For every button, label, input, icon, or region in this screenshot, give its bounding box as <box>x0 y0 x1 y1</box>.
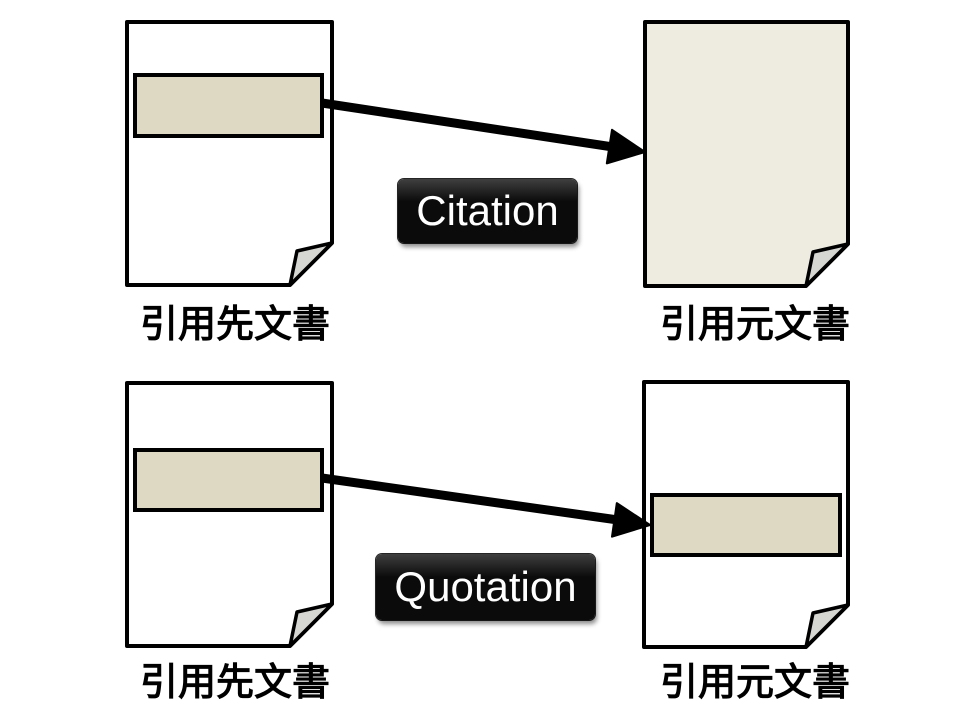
source-document-page <box>643 20 850 288</box>
citation-arrow-shaft <box>321 98 614 152</box>
citing-passage-highlight <box>133 73 324 138</box>
citing-document-page <box>125 20 334 287</box>
citing-document-caption: 引用先文書 <box>139 302 330 346</box>
quoting-document-caption: 引用先文書 <box>139 660 330 704</box>
citation-tag-label: Citation <box>416 187 559 234</box>
citation-row-shapes <box>125 20 850 288</box>
source-document-caption: 引用元文書 <box>659 302 850 346</box>
source-document-fold-corner <box>804 242 850 288</box>
quoting-passage-highlight <box>133 448 324 512</box>
quotation-tag-label: Quotation <box>394 563 577 610</box>
quoted-document-caption: 引用元文書 <box>659 660 850 704</box>
quotation-tag: Quotation <box>376 554 595 620</box>
quoted-passage-highlight <box>650 493 842 557</box>
quotation-arrow-shaft <box>321 473 619 525</box>
quoted-document-fold-corner <box>804 603 850 649</box>
quotation-row-shapes <box>125 380 850 649</box>
quotation-arrow-head <box>611 502 651 538</box>
quoting-document-fold-corner <box>288 602 334 648</box>
citation-tag: Citation <box>398 179 577 243</box>
citing-document-fold-corner <box>288 241 334 287</box>
quoting-document-page <box>125 381 334 648</box>
citation-arrow-head <box>605 128 646 165</box>
